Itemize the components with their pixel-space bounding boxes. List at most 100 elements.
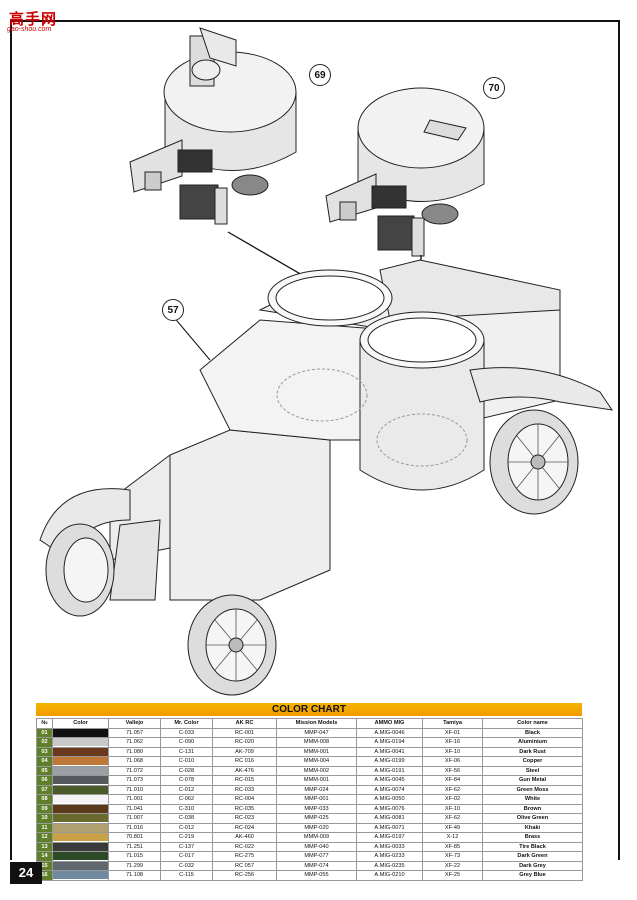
color-swatch-cell — [52, 784, 109, 795]
cell-name: White — [482, 794, 583, 805]
cell-vallejo: 71.251 — [108, 841, 161, 852]
cell-vallejo: 71.015 — [108, 851, 161, 862]
cell-akrc: RC 057 — [212, 860, 277, 871]
cell-tamiya: XF-56 — [422, 765, 483, 776]
cell-no: 09 — [36, 803, 53, 814]
callout-57: 57 — [162, 299, 184, 321]
page-frame-left — [10, 20, 12, 860]
cell-no: 06 — [36, 775, 53, 786]
cell-name: Khaki — [482, 822, 583, 833]
armored-car-hull — [39, 259, 614, 601]
cell-vallejo: 71.068 — [108, 756, 161, 767]
wheel-front-left — [45, 523, 115, 617]
header-ak-rc: AK RC — [212, 718, 277, 729]
color-swatch — [53, 871, 108, 880]
color-swatch-cell — [52, 813, 109, 824]
color-swatch — [53, 852, 108, 861]
cell-mrcolor: C-012 — [160, 784, 213, 795]
cell-tamiya: X-12 — [422, 832, 483, 843]
color-swatch — [53, 814, 108, 823]
cell-mission: MMM-001 — [276, 746, 357, 757]
cell-name: Dark Grey — [482, 860, 583, 871]
page-frame-top — [10, 20, 620, 22]
color-swatch-cell — [52, 832, 109, 843]
cell-tamiya: XF-01 — [422, 727, 483, 738]
cell-name: Copper — [482, 756, 583, 767]
cell-akrc: RC-275 — [212, 851, 277, 862]
cell-vallejo: 71.072 — [108, 765, 161, 776]
cell-name: Dark Green — [482, 851, 583, 862]
cell-akrc: AK-476 — [212, 765, 277, 776]
cell-tamiya: XF-62 — [422, 784, 483, 795]
cell-ammo: A.MIG-0081 — [356, 813, 423, 824]
cell-no: 10 — [36, 813, 53, 824]
cell-mrcolor: C-010 — [160, 756, 213, 767]
cell-mission: MMM-004 — [276, 756, 357, 767]
cell-tamiya: XF-10 — [422, 746, 483, 757]
color-swatch — [53, 861, 108, 870]
cell-no: 04 — [36, 756, 53, 767]
header-ammo-mig: AMMO MIG — [356, 718, 423, 729]
cell-mrcolor: C-028 — [160, 765, 213, 776]
color-swatch — [53, 842, 108, 851]
cell-vallejo: 71.080 — [108, 746, 161, 757]
header-mr-color: Mr. Color — [160, 718, 213, 729]
cell-name: Steel — [482, 765, 583, 776]
cell-no: 07 — [36, 784, 53, 795]
cell-name: Brass — [482, 832, 583, 843]
cell-mission: MMP-001 — [276, 794, 357, 805]
cell-mission: MMP-033 — [276, 803, 357, 814]
cell-ammo: A.MIG-0050 — [356, 794, 423, 805]
color-swatch — [53, 823, 108, 832]
cell-mrcolor: C-090 — [160, 737, 213, 748]
cell-vallejo: 71.007 — [108, 813, 161, 824]
cell-akrc: RC 016 — [212, 756, 277, 767]
cell-akrc: AK-709 — [212, 746, 277, 757]
cell-no: 01 — [36, 727, 53, 738]
cell-tamiya: XF-49 — [422, 822, 483, 833]
cell-name: Brown — [482, 803, 583, 814]
cell-akrc: RC-256 — [212, 870, 277, 881]
cell-mission: MMP-024 — [276, 784, 357, 795]
color-swatch-cell — [52, 803, 109, 814]
color-swatch — [53, 747, 108, 756]
header-color-name: Color name — [482, 718, 583, 729]
cell-tamiya: XF-10 — [422, 803, 483, 814]
cell-tamiya: XF-06 — [422, 756, 483, 767]
cell-tamiya: XF-84 — [422, 775, 483, 786]
cell-no: 14 — [36, 851, 53, 862]
cell-name: Dark Rust — [482, 746, 583, 757]
cell-mission: MMM-008 — [276, 737, 357, 748]
header-mission-models: Mission Models — [276, 718, 357, 729]
cell-ammo: A.MIG-0041 — [356, 746, 423, 757]
cell-mrcolor: C-078 — [160, 775, 213, 786]
color-swatch — [53, 728, 108, 737]
cell-tamiya: XF-25 — [422, 870, 483, 881]
turret-70 — [325, 87, 485, 257]
color-swatch — [53, 738, 108, 747]
cell-ammo: A.MIG-0194 — [356, 737, 423, 748]
color-swatch — [53, 804, 108, 813]
cell-name: Green Moss — [482, 784, 583, 795]
callout-57-leader — [171, 314, 211, 361]
cell-ammo: A.MIG-0199 — [356, 756, 423, 767]
cell-mission: MMP-047 — [276, 727, 357, 738]
color-swatch-cell — [52, 737, 109, 748]
cell-mission: MMP-074 — [276, 860, 357, 871]
cell-mission: MMP-077 — [276, 851, 357, 862]
watermark-sub: gao-shou.com — [7, 26, 52, 33]
cell-name: Grey Blue — [482, 870, 583, 881]
color-swatch-cell — [52, 775, 109, 786]
cell-mrcolor: C-012 — [160, 822, 213, 833]
color-swatch — [53, 757, 108, 766]
cell-ammo: A.MIG-0235 — [356, 860, 423, 871]
cell-mission: MMM-002 — [276, 765, 357, 776]
